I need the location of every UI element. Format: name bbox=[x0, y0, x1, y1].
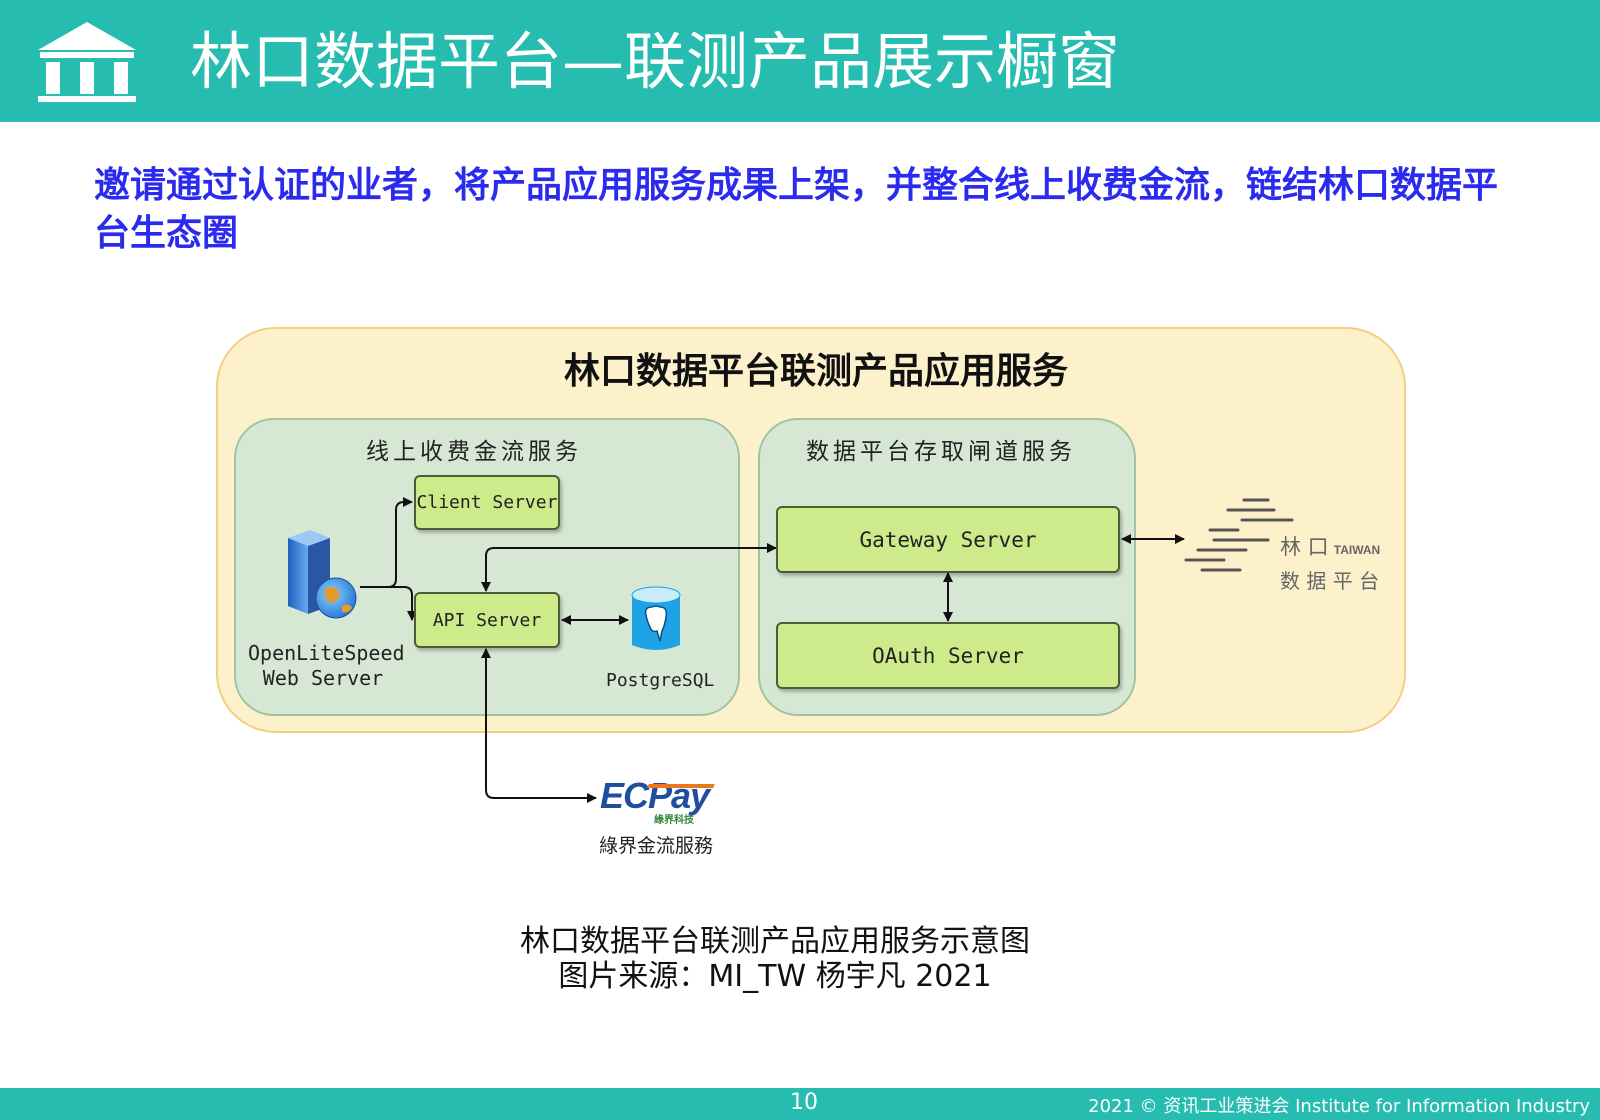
figure-caption-title: 林口数据平台联测产品应用服务示意图 bbox=[520, 924, 1030, 959]
postgresql-caption: PostgreSQL bbox=[606, 670, 715, 691]
ecpay-caption: 綠界金流服務 bbox=[598, 835, 713, 857]
diagram-title: 林口数据平台联测产品应用服务 bbox=[563, 351, 1068, 392]
ecpay-swoosh bbox=[647, 784, 715, 788]
header-bar bbox=[0, 0, 1600, 122]
institution-icon bbox=[38, 22, 136, 102]
page-title: 林口数据平台—联测产品展示橱窗 bbox=[190, 25, 1121, 98]
ecpay-brand: ECPay bbox=[600, 775, 710, 816]
linkou-logo-line2: 数 据 平 台 bbox=[1280, 569, 1380, 593]
ecpay-brand-sub: 綠界科技 bbox=[654, 815, 694, 826]
client-server-node: Client Server bbox=[414, 475, 560, 530]
footer-copyright: 2021 © 资讯工业策进会 Institute for Information… bbox=[1088, 1096, 1590, 1117]
web-server-line1: OpenLiteSpeed bbox=[248, 641, 405, 665]
web-server-line2: Web Server bbox=[262, 666, 384, 690]
linkou-logo-text: 林 口 TAIWAN 数 据 平 台 bbox=[1280, 531, 1380, 594]
linkou-logo-tag: TAIWAN bbox=[1333, 543, 1381, 557]
subtitle-text: 邀请通过认证的业者，将产品应用服务成果上架，并整合线上收费金流，链结林口数据平台… bbox=[94, 165, 1499, 254]
postgresql-icon bbox=[631, 586, 681, 650]
figure-caption-source: 图片来源：MI_TW 杨宇凡 2021 bbox=[558, 959, 992, 994]
web-server-icon bbox=[288, 530, 357, 619]
gateway-service-label: 数据平台存取闸道服务 bbox=[806, 439, 1076, 465]
linkou-logo-line1: 林 口 bbox=[1280, 535, 1329, 559]
page-number: 10 bbox=[790, 1090, 818, 1115]
web-server-caption: OpenLiteSpeed Web Server bbox=[248, 641, 405, 691]
api-server-node: API Server bbox=[414, 592, 560, 648]
oauth-server-node: OAuth Server bbox=[776, 622, 1120, 689]
linkou-logo-mark bbox=[1184, 498, 1294, 572]
footer-bar bbox=[0, 1088, 1600, 1120]
payment-service-label: 线上收费金流服务 bbox=[366, 439, 582, 465]
ecpay-logo: ECPay 綠界科技 bbox=[600, 775, 720, 826]
gateway-server-node: Gateway Server bbox=[776, 506, 1120, 573]
